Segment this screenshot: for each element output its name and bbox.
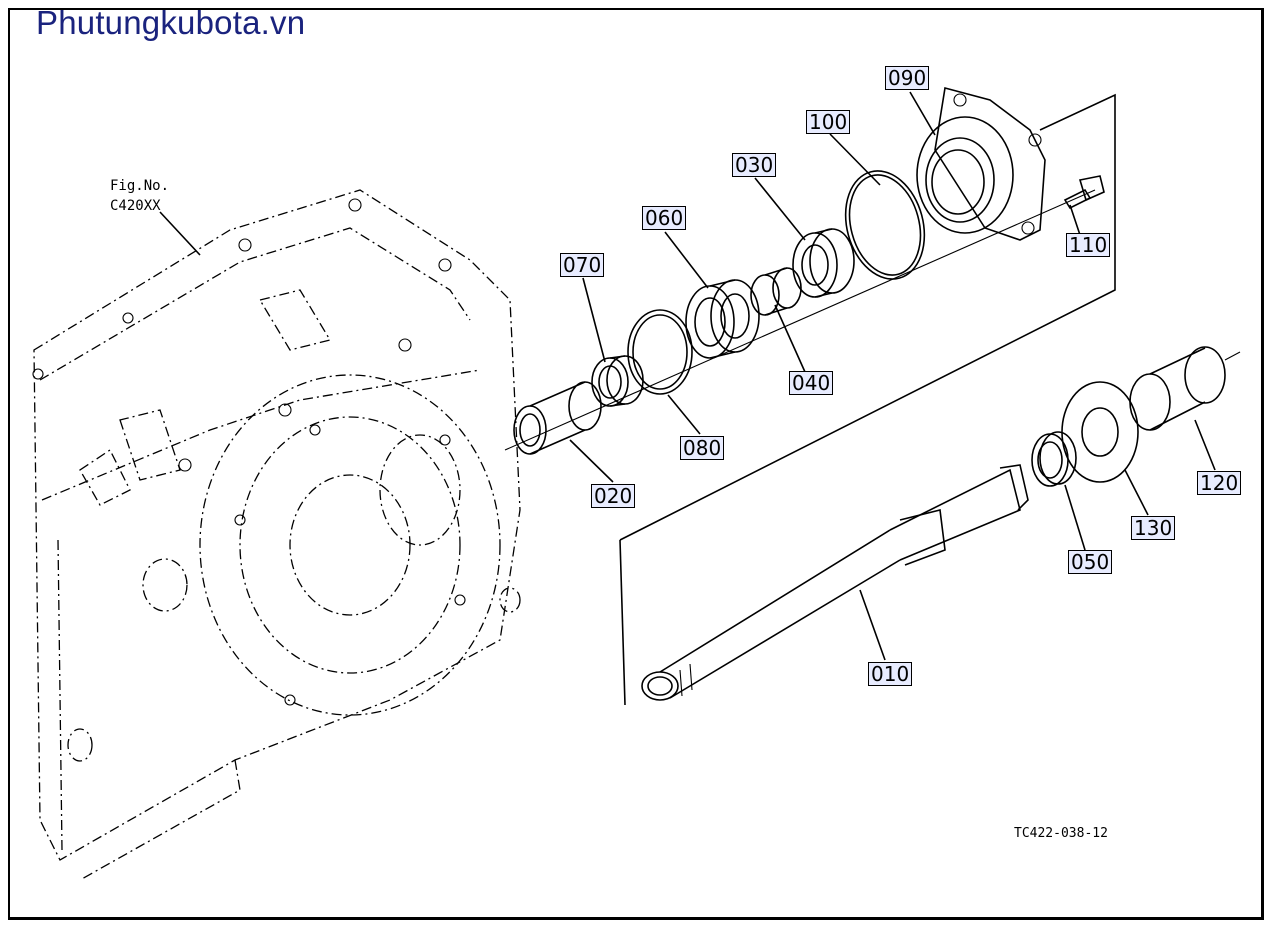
callout-070[interactable]: 070 (560, 253, 605, 277)
bolt-110 (1063, 175, 1105, 210)
figure-number-label: Fig.No. (110, 178, 170, 194)
ball-bearing-060 (685, 279, 760, 359)
bearing-housing-090 (916, 86, 1046, 241)
washer-130 (1061, 381, 1139, 483)
bearing-030 (792, 228, 855, 298)
transmission-case (32, 189, 521, 881)
figure-number: Fig.No. C420XX (110, 176, 169, 216)
callout-020[interactable]: 020 (591, 484, 636, 508)
drawing-code: TC422-038-12 (1014, 826, 1108, 841)
collar-040 (750, 267, 802, 316)
circlip-080 (627, 309, 693, 395)
callout-080[interactable]: 080 (680, 436, 725, 460)
callout-060[interactable]: 060 (642, 206, 687, 230)
needle-bearing-020 (513, 381, 602, 455)
figure-number-code: C420XX (110, 198, 161, 214)
callout-040[interactable]: 040 (789, 371, 834, 395)
o-ring-100 (844, 170, 926, 280)
callout-100[interactable]: 100 (806, 110, 851, 134)
case-bolt-holes (32, 198, 466, 706)
callout-090[interactable]: 090 (885, 66, 930, 90)
callout-130[interactable]: 130 (1131, 516, 1176, 540)
callout-010[interactable]: 010 (868, 662, 913, 686)
figno-leader (159, 211, 201, 256)
callout-110[interactable]: 110 (1066, 233, 1111, 257)
site-watermark: Phutungkubota.vn (36, 4, 306, 41)
shaft-group-frame (619, 93, 1116, 541)
seal-ring-050 (1031, 431, 1077, 487)
assembly-axis (504, 189, 1096, 451)
callout-050[interactable]: 050 (1068, 550, 1113, 574)
callout-leaders (569, 91, 1216, 661)
drawing-frame (8, 8, 1264, 920)
callout-120[interactable]: 120 (1197, 471, 1242, 495)
sleeve-120 (1129, 346, 1241, 431)
shaft-010 (641, 464, 1029, 701)
callout-030[interactable]: 030 (732, 153, 777, 177)
